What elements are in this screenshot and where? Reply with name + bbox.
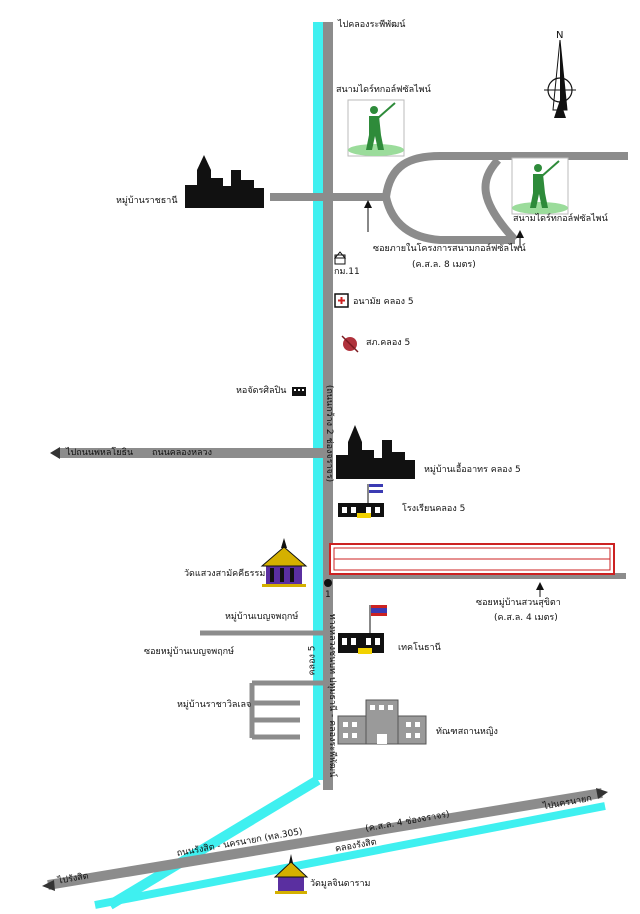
arrow-to-rangsit <box>42 880 55 891</box>
police-station-label: สภ.คลอง 5 <box>366 338 411 348</box>
main-road-width-label: (ถนนกว้าง 2 ช่องจราจร) <box>324 384 335 483</box>
suan-arrowhead <box>536 582 544 590</box>
golf-road-lower <box>382 195 515 244</box>
route-number-label: 1 <box>325 590 331 600</box>
golf-course-right-label: สนามไดร์ทกอล์ฟซัลไพน์ <box>513 214 608 224</box>
hall-label: หอจัดรศิลปิน <box>236 386 287 396</box>
golf-road-upper <box>382 152 628 198</box>
school-khlong5-label: โรงเรียนคลอง 5 <box>402 504 466 514</box>
suan-sukhita-width-label: (ค.ส.ล. 4 เมตร) <box>494 613 558 623</box>
khlong-rangsit-canal <box>94 802 606 909</box>
golf-soi-width-label: (ค.ส.ล. 8 เมตร) <box>412 260 476 270</box>
arrow-to-nakhonnayok <box>596 788 608 799</box>
compass-north-label: N <box>556 30 564 41</box>
khlong5-label: คลอง 5 <box>307 645 318 676</box>
women-prison-label: ทัณฑสถานหญิง <box>436 727 498 737</box>
ua-arthon-skyline-icon <box>336 425 415 479</box>
ua-arthon-village-label: หมู่บ้านเอื้ออาทร คลอง 5 <box>424 465 521 475</box>
raj-thani-village-label: หมู่บ้านราชธานี <box>116 196 178 206</box>
golf-icon-top <box>347 99 405 157</box>
benja-village-label: หมู่บ้านเบญจพฤกษ์ <box>225 612 299 622</box>
km11-label: กม.11 <box>334 267 360 277</box>
km11-marker-icon <box>333 251 347 265</box>
police-station-icon <box>341 335 359 353</box>
golf-road-connector <box>481 157 518 243</box>
golf-icon-right <box>511 157 569 215</box>
golf-course-top-label: สนามไดร์ทกอล์ฟซัลไพน์ <box>336 85 431 95</box>
wat-saeng-label: วัดแสวงสามัคคีธรรม <box>184 569 266 579</box>
school-khlong5-icon <box>338 484 384 518</box>
suan-sukhita-soi-label: ซอยหมู่บ้านสวนสุขิตา <box>476 598 561 608</box>
wat-mun-temple-icon <box>273 854 309 894</box>
wat-mun-label: วัดมูลจินดาราม <box>310 879 371 889</box>
main-road-name-label: ทางหลวงชนบท ปทุมธานี - คลองระพีพัฒน์ <box>327 613 338 778</box>
technopolis-label: เทคโนธานี <box>398 643 441 653</box>
health-station-icon <box>334 293 349 308</box>
technopolis-icon <box>338 605 387 654</box>
arrow-to-phahon <box>50 447 60 459</box>
raj-thani-skyline-icon <box>185 155 264 208</box>
wat-saeng-temple-icon <box>260 538 308 587</box>
golf-right-arrowhead <box>516 230 524 238</box>
women-prison-building-icon <box>337 699 427 745</box>
golf-soi-arrowhead <box>364 200 372 208</box>
to-phahon-label: ไปถนนพหลโยธิน <box>66 448 134 458</box>
hall-building-icon <box>292 387 306 396</box>
rangsit-road <box>47 788 603 890</box>
health-station-label: อนามัย คลอง 5 <box>353 297 414 307</box>
benja-soi-label: ซอยหมู่บ้านเบญจพฤกษ์ <box>144 647 235 657</box>
khlong5-canal-lower <box>107 775 321 910</box>
to-khlong-raphiphat-label: ไปคลองระพีพัฒน์ <box>338 20 406 30</box>
route-marker-icon <box>324 579 332 587</box>
khlong-luang-road-label: ถนนคลองหลวง <box>152 448 212 458</box>
suan-sukhita-housing-icon <box>329 543 615 575</box>
golf-soi-label: ซอยภายในโครงการสนามกอล์ฟซัลไพน์ <box>373 244 526 254</box>
raja-village-label: หมู่บ้านราชาวิลเลจ <box>177 700 252 710</box>
compass-icon <box>544 39 576 118</box>
